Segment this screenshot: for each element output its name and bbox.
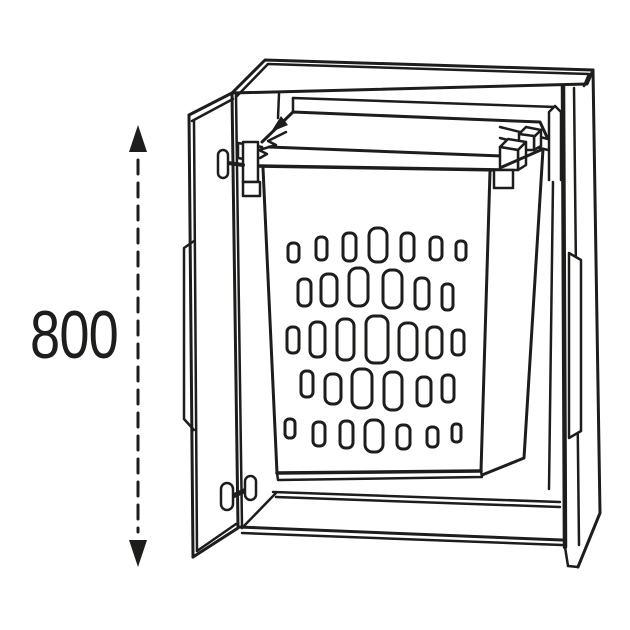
basket-bottom-edge [275,469,483,475]
perforation-slot [425,325,444,360]
door-top-edge [187,91,234,117]
door-bottom-edge-inner [195,522,238,553]
door-grip-ledge [182,239,196,432]
basket-right-face [480,147,545,477]
dimension-arrowhead-down [129,540,147,567]
dimension-arrowhead-up [129,125,147,152]
door-outer-edge-inner [192,119,199,553]
perforation-slot [323,372,343,406]
perforation-slot [314,235,329,262]
rail-left-bracket-step [241,180,262,198]
perforation-slot [319,272,339,308]
rail-left-bracket-plate [241,140,260,184]
height-dimension: 800 [30,125,147,567]
perforation-slot [415,375,433,408]
cabinet-floor-front-edge-2 [240,531,564,547]
hang-direction-arrowhead [271,116,288,132]
door-outer-edge [187,113,195,559]
cabinet-right-wall-front-edge [560,83,568,550]
perforation-slot [296,277,313,308]
perforation-slot [286,241,301,264]
rail-front-top-edge [267,145,504,158]
cabinet-floor-back-edge-2 [274,495,562,509]
perforation-slot [395,423,412,451]
perforation-slot [381,268,404,310]
door-bottom-edge [191,526,240,559]
perforation-slot [283,417,297,440]
perforation-slot [454,239,468,262]
rail-right-end-plate [547,104,563,182]
top-hinge-arm [226,161,245,167]
cabinet-left-wall-inner-edge [234,93,244,529]
perforation-slot [413,276,431,311]
laundry-basket [261,147,545,482]
cabinet-carcass [230,58,602,569]
bottom-hinge-knob-door [219,481,235,512]
basket-left-edge [261,166,279,475]
basket-perforations [283,226,468,454]
cabinet-floor-back-edge [271,490,562,504]
perforation-slot [308,320,327,359]
perforation-slot [311,420,327,448]
cabinet-floor-left-edge [240,491,278,530]
cabinet-top-face-inner-edge [234,62,591,99]
perforation-slot [425,425,440,449]
perforation-slot [347,266,370,308]
cabinet-door [182,91,240,559]
perforation-slot [428,235,444,262]
rail-break-symbol [257,130,288,160]
top-hinge-knob [216,148,230,180]
cabinet-right-wall-foot [563,545,580,569]
perforation-slot [299,369,315,399]
perforation-slot [285,325,301,355]
perforation-slot [338,419,355,450]
perforation-slot [399,231,416,263]
perforation-slot [440,373,456,404]
cabinet-interior-right-corner-line [547,180,555,491]
perforation-slot [350,367,374,410]
cabinet-right-wall-outer-edge [576,68,602,569]
perforation-slot [450,328,466,357]
basket-rail-assembly [236,92,563,198]
rail-front-bottom-edge [256,164,504,172]
perforation-slot [450,422,463,444]
rail-bracket-block-front-face [498,145,520,172]
perforation-slot [364,314,390,365]
perforation-slot [341,231,358,263]
cabinet-floor-front-edge [236,525,564,542]
rail-bracket-foot [492,168,515,190]
dimension-label: 800 [30,297,118,373]
door-hinges [216,148,258,512]
perforation-slot [363,418,385,454]
perforation-slot [367,226,389,264]
perforation-slot [335,317,356,362]
perforation-slot [440,282,455,312]
hang-direction-line [276,92,281,120]
bottom-hinge-knob-cabinet [243,474,258,502]
cabinet-right-side-trim [567,251,583,440]
basket-right-edge [479,169,492,473]
cabinet-interior-back-top-edge [291,96,558,109]
perforation-slot [397,321,419,362]
perforation-slot [382,370,404,412]
door-top-edge-inner [190,97,235,123]
